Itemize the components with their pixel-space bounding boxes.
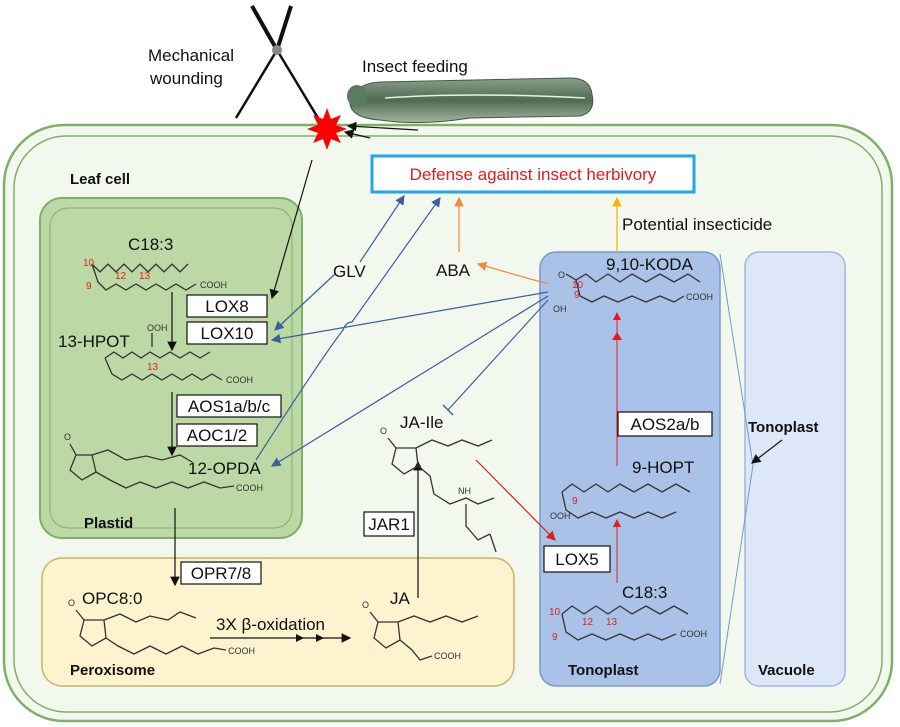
opr-label: OPR7/8 (191, 564, 251, 583)
opda-to-defense-arrow (255, 197, 441, 461)
lox10-label: LOX10 (201, 324, 254, 343)
tonoplast-compartment (539, 251, 721, 687)
vacuole-label: Vacuole (758, 662, 815, 679)
ja-cooh: COOH (434, 651, 461, 661)
caterpillar-icon (347, 77, 594, 124)
peroxisome-compartment (41, 557, 515, 687)
tonoplast-c183-label: C18:3 (622, 583, 667, 602)
koda-label: 9,10-KODA (606, 255, 694, 274)
svg-text:10: 10 (549, 607, 561, 618)
peroxisome-label: Peroxisome (70, 662, 155, 679)
glv-label: GLV (333, 262, 366, 281)
tonoplast-c183-cooh: COOH (680, 629, 707, 639)
svg-text:12: 12 (582, 617, 594, 628)
opda-o: O (64, 432, 71, 442)
leaf-cell-label: Leaf cell (70, 171, 130, 188)
beta-ox-label: 3X β-oxidation (216, 615, 325, 634)
opc-cooh: COOH (228, 646, 255, 656)
mechanical-wounding-label-2: wounding (149, 69, 223, 88)
svg-text:13: 13 (606, 617, 618, 628)
aos1-label: AOS1a/b/c (188, 397, 271, 416)
aoc-label: AOC1/2 (187, 426, 247, 445)
insect-feeding-label: Insect feeding (362, 57, 468, 76)
lox10-box (186, 321, 268, 345)
glv-to-lox-arrow (274, 273, 336, 331)
leaf-cell-inner (13, 135, 883, 713)
svg-text:9: 9 (552, 632, 558, 643)
aba-label: ABA (436, 261, 471, 280)
hopt-label: 9-HOPT (632, 458, 694, 477)
ja-ile-to-lox5-arrow (475, 459, 556, 541)
aos2-label: AOS2a/b (631, 415, 700, 434)
wound-to-lox-arrow (269, 159, 313, 300)
plastid-c183-label: C18:3 (128, 235, 173, 254)
opda-label: 12-OPDA (188, 459, 261, 478)
potential-insecticide-label: Potential insecticide (622, 215, 772, 234)
svg-text:13: 13 (147, 362, 159, 373)
tonoplast-bottom-label: Tonoplast (568, 662, 639, 679)
svg-text:NH: NH (458, 486, 471, 496)
svg-text:10: 10 (572, 280, 584, 291)
koda-to-opda-arrow (270, 295, 549, 467)
plastid-c183-cooh: COOH (200, 280, 227, 290)
opda-cooh: COOH (236, 483, 263, 493)
vacuole-compartment (744, 251, 846, 687)
defense-box (370, 154, 696, 194)
glv-to-defense-arrow (359, 195, 405, 263)
lox5-box (543, 545, 611, 573)
aoc-box (176, 423, 258, 447)
svg-text:9: 9 (572, 496, 578, 507)
jar1-box (363, 511, 415, 537)
hpot-ooh: OOH (147, 323, 168, 333)
aos2-box (617, 411, 713, 437)
hpot-cooh: COOH (226, 375, 253, 385)
mechanical-wounding-label-1: Mechanical (148, 46, 234, 65)
wound-burst-icon (307, 108, 347, 150)
scissors-icon (234, 5, 320, 119)
opr-box (180, 561, 262, 585)
svg-text:9: 9 (86, 281, 92, 292)
svg-text:O: O (380, 426, 387, 436)
ja-ile-label: JA-Ile (400, 413, 443, 432)
svg-text:OH: OH (553, 304, 567, 314)
svg-text:12: 12 (115, 271, 127, 282)
defense-label: Defense against insect herbivory (410, 165, 657, 184)
koda-inhibits-ja-ile (447, 299, 549, 411)
svg-text:O: O (68, 598, 75, 608)
svg-text:10: 10 (83, 258, 95, 269)
lox5-label: LOX5 (555, 550, 598, 569)
plastid-compartment (39, 197, 303, 539)
jar1-label: JAR1 (368, 515, 410, 534)
koda-to-lox10-arrow (270, 291, 549, 344)
svg-text:9: 9 (574, 290, 580, 301)
lox8-box (186, 294, 268, 318)
tonoplast-side-label: Tonoplast (748, 419, 819, 436)
svg-text:O: O (558, 270, 565, 280)
svg-text:OOH: OOH (550, 511, 571, 521)
ja-label: JA (390, 589, 411, 608)
plastid-label: Plastid (84, 515, 133, 532)
aos1-box (176, 394, 282, 418)
svg-text:13: 13 (139, 271, 151, 282)
opc-label: OPC8:0 (82, 589, 142, 608)
hpot-label: 13-HPOT (58, 332, 130, 351)
svg-text:O: O (362, 600, 369, 610)
koda-cooh: COOH (686, 292, 713, 302)
koda-to-aba-arrow (476, 261, 549, 285)
tonoplast-pointer-arrow (751, 439, 783, 464)
lox8-label: LOX8 (205, 297, 248, 316)
